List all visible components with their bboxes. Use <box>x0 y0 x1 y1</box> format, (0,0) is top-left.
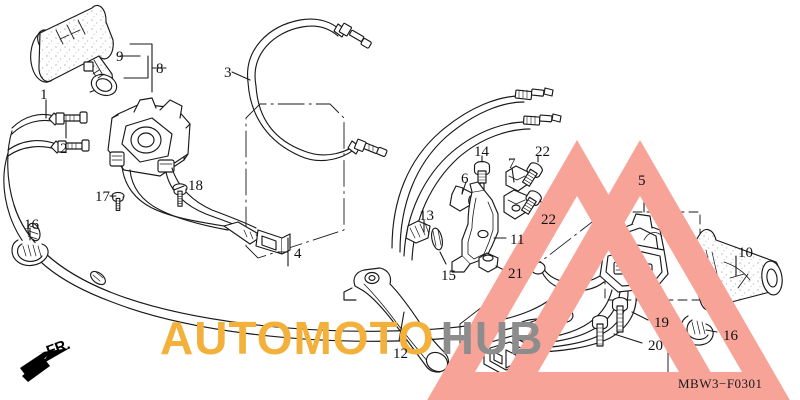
callout-number-adjuster-lock-plate: 15 <box>441 268 456 284</box>
callout-number-flange-bolt-lower: 20 <box>648 338 663 354</box>
part-flange-bolts <box>591 297 629 347</box>
part-cable-clip-left <box>11 239 49 267</box>
part-pivot-nut <box>478 252 499 273</box>
callout-number-throttle-cable-b-adjuster: 2 <box>60 141 68 157</box>
part-throttle-grip-assembly <box>30 4 118 97</box>
callout-number-throttle-cable: 3 <box>224 65 232 81</box>
callout-number-pivot-bolt: 14 <box>474 144 489 160</box>
part-left-grip <box>682 228 783 312</box>
callout-number-cable-clip-right: 16 <box>723 328 738 344</box>
callout-number-left-handlebar-switch-assy: 4 <box>294 246 302 262</box>
callout-number-clutch-lever: 12 <box>393 346 408 362</box>
part-adjuster-set <box>405 220 443 251</box>
callout-number-cable-adjuster-nut: 13 <box>419 208 434 224</box>
callout-number-cable-clip: 16 <box>24 217 39 233</box>
part-throttle-cable-run <box>3 130 587 342</box>
callout-number-left-grip-rubber: 10 <box>738 245 753 261</box>
callout-number-switch-bolt: 18 <box>188 178 203 194</box>
part-left-switch-assembly <box>107 97 345 259</box>
part-throttle-cable-3 <box>247 18 388 162</box>
callout-number-switch-screw: 17 <box>95 189 110 205</box>
callout-number-flange-bolt-upper: 19 <box>654 315 669 331</box>
callout-number-holder-bolt-upper: 22 <box>535 144 550 160</box>
callout-number-throttle-cable-a-adjuster: 1 <box>40 87 48 103</box>
callout-number-throttle-grip-pipe-set: 8 <box>156 61 164 77</box>
diagram-code: MBW3−F0301 <box>678 376 763 391</box>
callout-number-pivot-nut: 21 <box>508 266 523 282</box>
callout-number-master-cylinder-bracket: 11 <box>510 232 525 248</box>
callout-number-holder-bolt-lower: 22 <box>541 212 556 228</box>
callout-number-right-grip-rubber: 9 <box>116 49 124 65</box>
part-cable-adjusters <box>7 111 90 157</box>
callout-number-lever-holder-half: 7 <box>508 156 516 172</box>
callout-number-right-handlebar-switch-assy: 5 <box>638 173 646 189</box>
callout-number-brake-light-switch: 6 <box>461 171 469 187</box>
